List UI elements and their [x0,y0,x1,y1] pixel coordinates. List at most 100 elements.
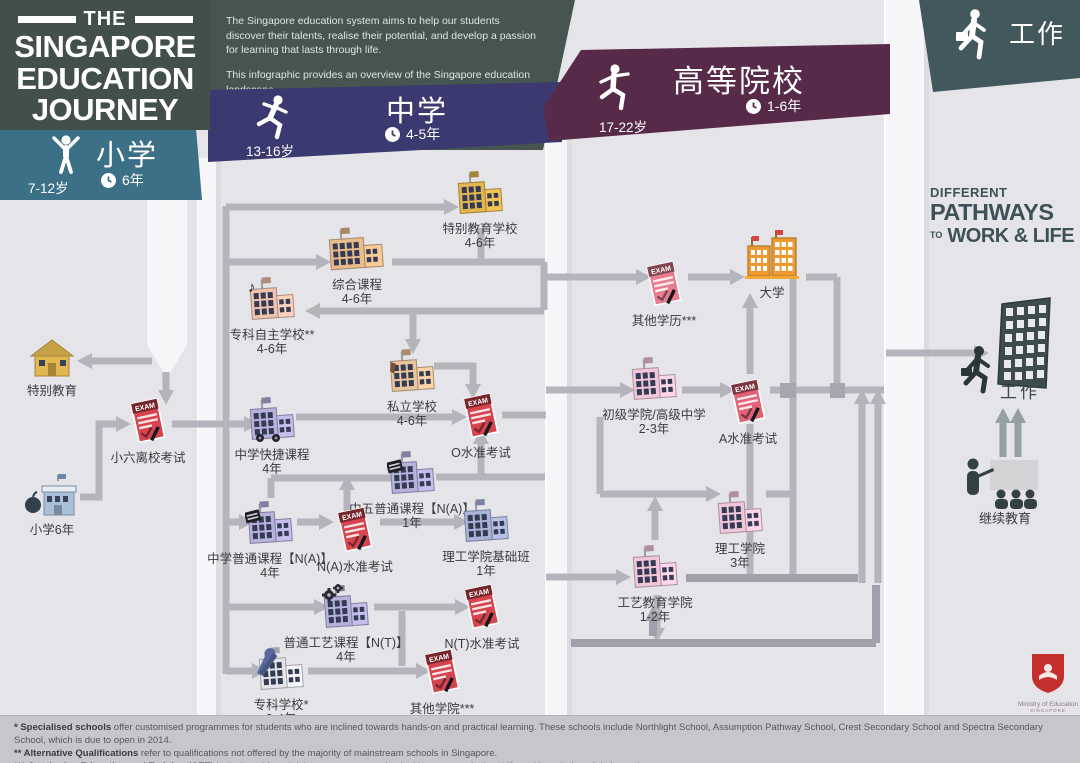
arrow-head [455,599,470,615]
exam-paper-icon: EXAM [337,506,373,553]
arrow-head [416,663,431,679]
svg-text:EXAM: EXAM [342,511,363,522]
node-duration: 2-3年 [638,422,670,437]
moe-shield-icon [1032,654,1064,693]
arrow-head [465,384,481,399]
arrow-head [870,389,886,404]
node-alternative-qualifications: EXAM 其他学历*** [574,260,754,328]
university-icon [745,230,799,279]
node-label: 其他学历*** [631,314,697,328]
node-label: 中学快捷课程 [234,448,310,462]
school-icon [457,171,503,214]
exam-paper-icon: EXAM [424,648,460,695]
arrow-head [77,353,92,369]
node-label: 特别教育学校 [442,222,518,236]
active-person-icon [599,64,630,111]
pathway-connector [434,362,477,388]
school-icon [249,397,295,442]
node-label: 理工学院 [714,542,765,556]
continuing-education-icon [967,458,1038,509]
stage-duration-primary: 6年 [122,172,144,188]
arrow-head [452,409,467,425]
pathways-heading: DIFFERENT PATHWAYS TO WORK & LIFE [930,186,1080,246]
arrow-head [316,254,331,270]
node-duration: 4年 [262,462,282,477]
junction-block [780,383,796,398]
title-pre: THE [83,8,127,30]
arrow-head [1010,408,1026,423]
exam-paper-icon: EXAM [463,392,499,439]
worker-icon [961,346,990,394]
stage-title-work: 工作 [1009,19,1066,49]
stage-age-primary: 7-12岁 [28,181,69,196]
stage-age-tertiary: 17-22岁 [599,120,648,135]
node-other-institutions: EXAM 其他学院*** [352,648,532,716]
exam-paper-icon: EXAM [464,583,500,630]
work-destination-label: 工作 [1000,383,1040,402]
stage-band-secondary: 13-16岁 中学 4-5年 [208,82,562,162]
arrow-head [339,475,355,490]
title-bar-left [17,16,76,23]
house-icon [29,339,75,377]
moe-country: SINGAPORE [1030,708,1066,713]
node-label: 中学普通课程【N(A)】 [207,552,333,566]
node-label: 专科自主学校** [229,328,315,342]
svg-text:EXAM: EXAM [468,397,489,408]
running-person-icon [256,95,288,140]
clock-icon [746,98,761,114]
svg-text:EXAM: EXAM [469,588,490,599]
arrow-head [730,269,745,285]
node-duration: 4-6年 [464,236,496,251]
tie-icon [390,362,396,374]
pillar-work [884,0,929,715]
arrow-head [616,569,631,585]
exam-paper-icon: EXAM [730,378,766,425]
exam-paper-icon: EXAM [646,260,682,307]
stage-title-primary: 小学 [96,140,159,172]
footnote-3: *** Continuing Education and Training (C… [14,760,1066,763]
arrow-head [158,390,174,405]
arrow-head [636,269,651,285]
node-label: 小学6年 [29,523,75,537]
child-arms-up-icon [52,135,80,174]
node-label: 理工学院基础班 [442,550,530,564]
node-label: 中五普通课程【N(A)】 [349,502,475,516]
node-label: O水准考试 [451,446,511,460]
work-building-icon [997,297,1051,389]
school-icon [631,357,677,400]
node-nt-level-exam: EXAM N(T)水准考试 [392,583,572,651]
node-duration: 3年 [730,556,750,571]
title-word-1: SINGAPORE [14,29,196,64]
node-label: 专科学校* [253,698,309,712]
walking-briefcase-icon [956,9,986,60]
arrow-head [444,199,459,215]
stage-age-secondary: 13-16岁 [246,144,295,159]
school-icon [322,583,369,628]
arrow-head [473,429,489,444]
svg-text:EXAM: EXAM [651,265,672,276]
arrow-head [305,303,320,319]
pathways-line-1: DIFFERENT [930,185,1008,200]
node-o-level-exam: EXAM O水准考试 [391,392,571,460]
arrow-head [454,514,469,530]
continuing-education-label: 继续教育 [978,511,1031,526]
node-a-level-exam: EXAM A水准考试 [658,378,838,446]
pillar-primary [147,198,187,378]
node-duration: 1年 [402,516,422,531]
footnote-1: * Specialised schools offer customised p… [14,722,1043,747]
music-note-icon: ♪ [248,279,256,296]
gears-icon [322,583,343,602]
pathways-line-3: TO WORK & LIFE [930,224,1075,247]
school-icon [243,501,293,544]
arrow-head [720,382,735,398]
footnotes-bar: * Specialised schools offer customised p… [0,715,1080,763]
pathway-connector [80,420,120,501]
title-word-3: JOURNEY [31,92,179,128]
pillar-secondary [197,158,221,715]
